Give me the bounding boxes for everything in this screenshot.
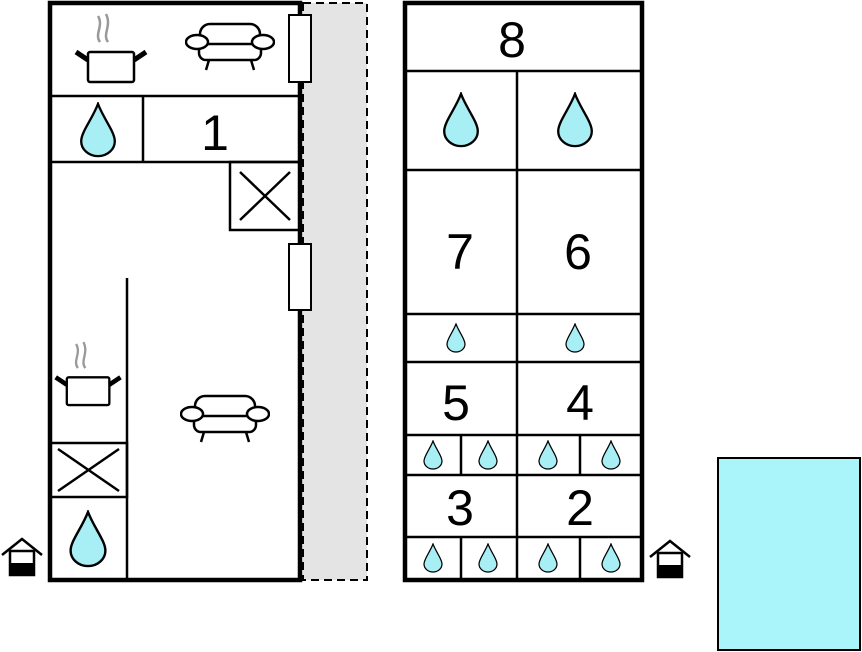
left-building: 1 [47, 0, 303, 583]
entrance-icon [0, 537, 44, 577]
sofa-icon [180, 394, 270, 444]
cooking-pot-icon [76, 14, 146, 82]
water-drop-icon [538, 440, 558, 470]
room-label-8: 8 [498, 12, 526, 68]
water-drop-icon [557, 92, 593, 148]
entrance-icon [648, 539, 692, 579]
right-building: 8 7 6 5 4 3 2 [402, 0, 645, 583]
room-label-3: 3 [446, 480, 474, 536]
corridor [302, 2, 368, 581]
water-drop-icon [423, 543, 443, 573]
room-label-6: 6 [564, 224, 592, 280]
water-drop-icon [443, 92, 479, 148]
room-label-7: 7 [446, 224, 474, 280]
water-drop-icon [423, 440, 443, 470]
water-drop-icon [446, 323, 466, 353]
water-drop-icon [478, 440, 498, 470]
water-drop-icon [538, 543, 558, 573]
room-label-5: 5 [442, 375, 470, 431]
stairs-icon [48, 441, 129, 499]
room-label-1: 1 [201, 105, 229, 161]
water-drop-icon [565, 323, 585, 353]
pool [717, 457, 861, 651]
water-drop-icon [478, 543, 498, 573]
window-icon [288, 14, 312, 83]
room-label-2: 2 [566, 480, 594, 536]
room-label-4: 4 [566, 375, 594, 431]
water-drop-icon [69, 510, 107, 568]
sofa-icon [185, 22, 275, 72]
stairs-icon [228, 160, 302, 232]
window-icon [288, 243, 312, 311]
cooking-pot-icon [56, 342, 121, 405]
water-drop-icon [79, 102, 117, 158]
water-drop-icon [601, 440, 621, 470]
water-drop-icon [601, 543, 621, 573]
